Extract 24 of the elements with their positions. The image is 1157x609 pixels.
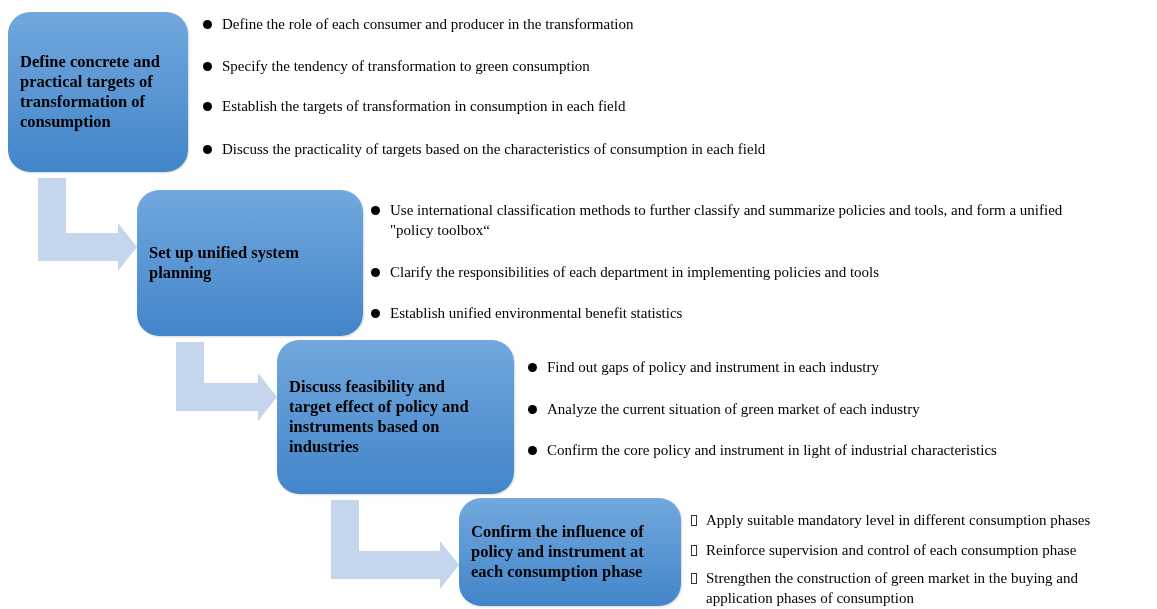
bullet-text: Find out gaps of policy and instrument in each industry: [547, 358, 881, 377]
bullet-text: Discuss the practicality of targets based on the characteristics of consumption in each field: [222, 140, 767, 159]
bullet-text: Establish unified environmental benefit statistics: [390, 304, 684, 323]
step-box: [459, 498, 681, 606]
step-title: Confirm the influence of policy and instrument at each consumption phase: [471, 522, 645, 582]
bent-arrow: [331, 500, 459, 589]
bullet-text: Establish the targets of transformation in consumption in each field: [222, 97, 627, 116]
bullet-text: Reinforce supervision and control of each consumption phase: [706, 541, 1078, 560]
step-title: Set up unified system planning: [149, 243, 300, 283]
bullet-text: Apply suitable mandatory level in different consumption phases: [706, 511, 1092, 530]
bent-arrow: [38, 178, 137, 271]
bent-arrow: [176, 342, 277, 421]
bullet-text: Analyze the current situation of green market of each industry: [547, 400, 921, 419]
bullet-text: Define the role of each consumer and producer in the transformation: [222, 15, 635, 34]
bullet-text: Confirm the core policy and instrument in light of industrial characteristics: [547, 441, 998, 460]
bullet-text: Clarify the responsibilities of each department in implementing policies and tools: [390, 263, 881, 282]
bullet-text: Specify the tendency of transformation to green consumption: [222, 57, 591, 76]
step-box: [137, 190, 363, 336]
step-title: Define concrete and practical targets of transformation of consumption: [20, 52, 161, 132]
bullet-text: Strengthen the construction of green market in the buying and application phases of consumption: [706, 569, 1079, 608]
step-title: Discuss feasibility and target effect of policy and instruments based on industries: [289, 377, 470, 457]
step-box: [8, 12, 188, 172]
bullet-text: Use international classification methods to further classify and summarize policies and tools, and form a unified "policy toolbox“: [390, 201, 1064, 240]
step-box: [277, 340, 514, 494]
